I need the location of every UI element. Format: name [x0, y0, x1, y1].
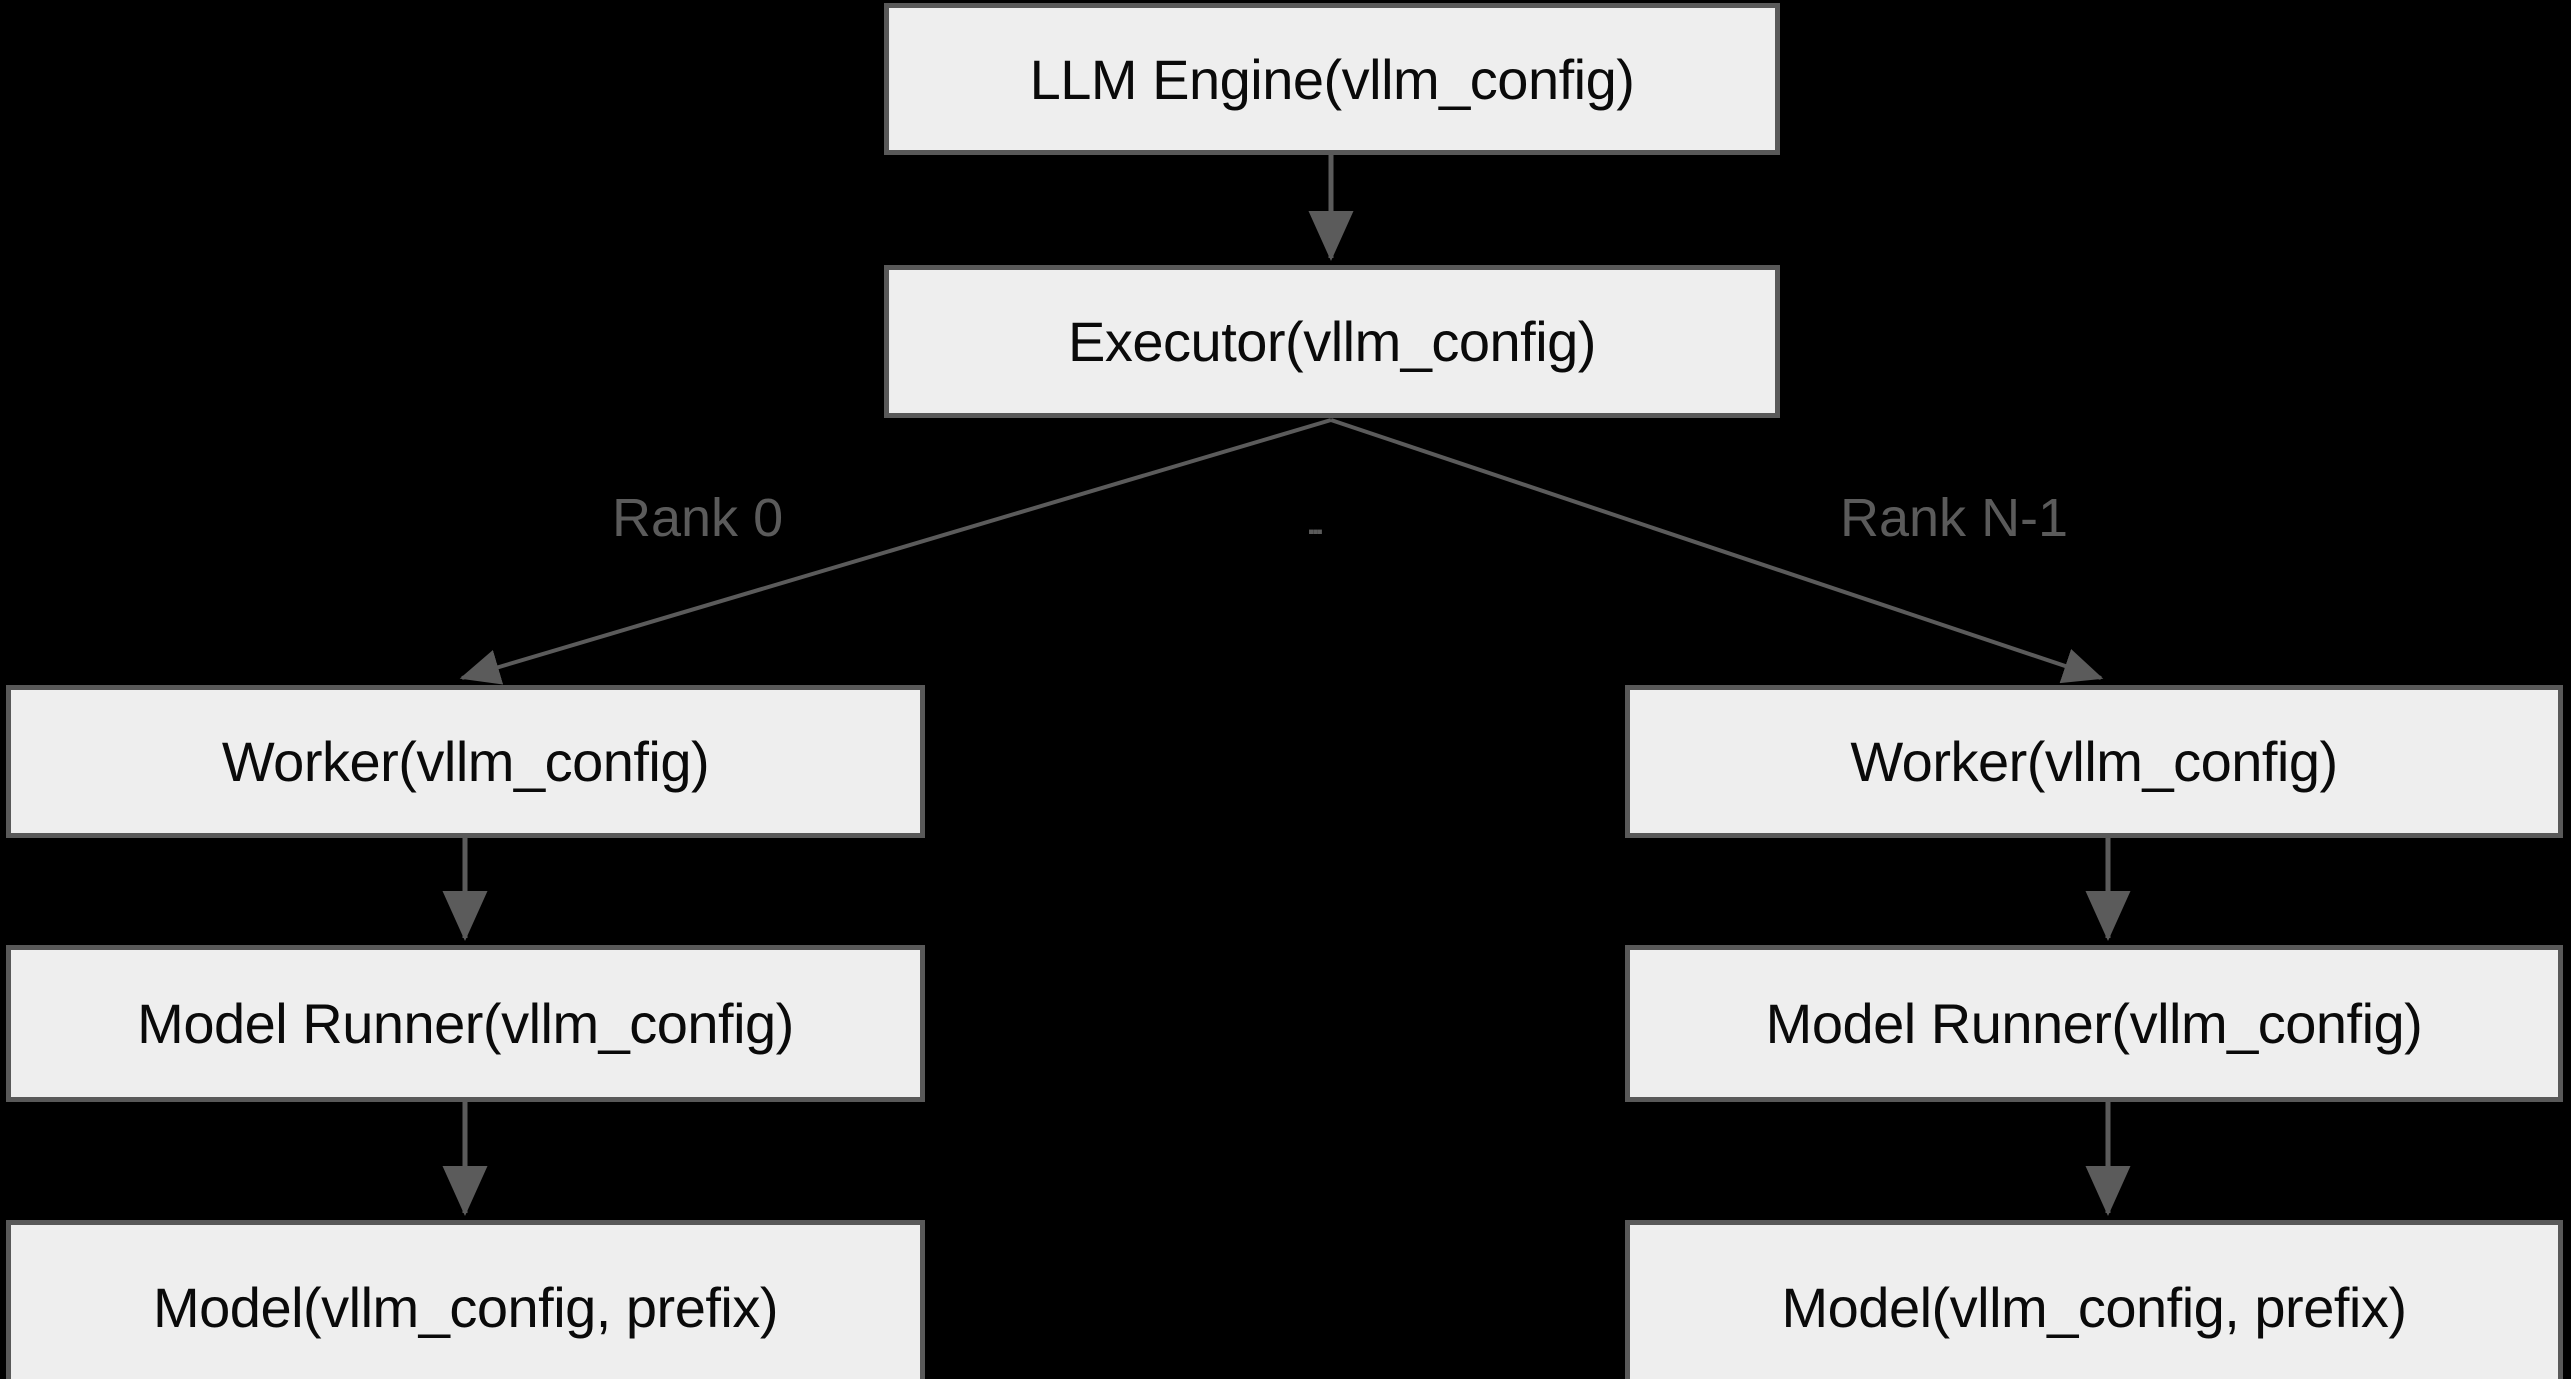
edge-label-ellipsis: ...	[1307, 508, 1324, 541]
node-model-runner-rank-0[interactable]: Model Runner(vllm_config)	[6, 945, 925, 1102]
node-model-rank-n[interactable]: Model(vllm_config, prefix)	[1625, 1220, 2563, 1379]
node-model-runner-rank-0-label: Model Runner(vllm_config)	[137, 992, 794, 1055]
edge-label-rank-n-minus-1: Rank N-1	[1840, 488, 2069, 548]
edge-executor-to-worker-rank-0	[459, 418, 1332, 685]
node-model-rank-n-label: Model(vllm_config, prefix)	[1781, 1276, 2407, 1339]
edge-label-rank-0: Rank 0	[612, 488, 784, 548]
node-worker-rank-0[interactable]: Worker(vllm_config)	[6, 685, 925, 838]
node-worker-rank-n-label: Worker(vllm_config)	[1850, 730, 2338, 793]
node-llm-engine[interactable]: LLM Engine(vllm_config)	[884, 3, 1780, 155]
node-llm-engine-label: LLM Engine(vllm_config)	[1029, 47, 1635, 111]
node-model-rank-0-label: Model(vllm_config, prefix)	[153, 1276, 778, 1339]
node-worker-rank-n[interactable]: Worker(vllm_config)	[1625, 685, 2563, 838]
edge-executor-to-worker-rank-n	[1330, 418, 2104, 684]
node-executor[interactable]: Executor(vllm_config)	[884, 265, 1780, 418]
node-model-rank-0[interactable]: Model(vllm_config, prefix)	[6, 1220, 925, 1379]
node-worker-rank-0-label: Worker(vllm_config)	[221, 730, 710, 793]
node-executor-label: Executor(vllm_config)	[1068, 310, 1596, 373]
node-model-runner-rank-n[interactable]: Model Runner(vllm_config)	[1625, 945, 2563, 1102]
node-model-runner-rank-n-label: Model Runner(vllm_config)	[1765, 992, 2423, 1055]
